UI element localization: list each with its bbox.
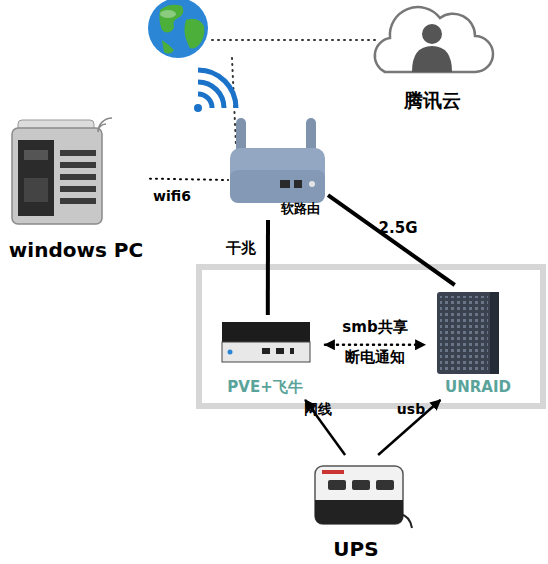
link-connector xyxy=(150,179,228,180)
device-node: 软路由 xyxy=(228,140,328,220)
pc-vents xyxy=(60,150,96,204)
person-body xyxy=(412,46,452,72)
link-label: wifi6 xyxy=(153,189,191,204)
globe-land xyxy=(184,19,204,49)
link-label: 干兆 xyxy=(226,240,256,257)
minipc-top xyxy=(222,322,310,344)
device-node: UNRAID xyxy=(425,285,535,400)
ups-cable xyxy=(400,514,412,528)
pc-wifi-badge xyxy=(98,118,112,132)
ups-body xyxy=(315,466,403,524)
nas-case xyxy=(437,292,499,374)
device-label: windows PC xyxy=(9,239,143,261)
device-node: PVE+飞牛 xyxy=(215,315,325,400)
link-connector xyxy=(325,344,425,347)
globe-shine xyxy=(160,10,176,18)
link-label: 2.5G xyxy=(379,220,418,237)
link-connector xyxy=(266,220,270,315)
cloud-icon xyxy=(375,7,493,72)
minipc-port xyxy=(290,348,294,354)
pc-window xyxy=(18,140,54,216)
link-label: 网线 xyxy=(304,402,332,417)
router-body xyxy=(230,148,325,203)
pc-part xyxy=(24,178,48,202)
device-label: UPS xyxy=(333,538,378,560)
router-port xyxy=(280,180,290,188)
router-led xyxy=(309,181,315,187)
person-head xyxy=(422,24,442,44)
router-face xyxy=(230,170,325,203)
minipc-port xyxy=(276,348,284,354)
ups-logo xyxy=(322,470,344,474)
ups-outlet xyxy=(352,480,370,490)
device-label: UNRAID xyxy=(445,379,511,396)
wifi-arc xyxy=(198,70,236,108)
wifi-arc xyxy=(198,94,212,108)
globe-land xyxy=(162,40,174,54)
minipc-led xyxy=(228,350,233,355)
device-label: 软路由 xyxy=(281,202,320,216)
link-label: usb xyxy=(397,402,425,417)
globe-land xyxy=(159,5,183,33)
device-node: UPS xyxy=(300,455,410,561)
wifi-arc xyxy=(198,82,224,108)
link-connector xyxy=(328,195,455,285)
ups-outlet xyxy=(376,480,394,490)
pc-case xyxy=(12,128,102,224)
internet-link xyxy=(212,39,378,41)
group-band xyxy=(199,267,543,406)
minipc-port xyxy=(262,348,270,354)
link-label: smb共享 xyxy=(342,319,407,336)
globe-icon xyxy=(148,0,208,58)
ups-outlet xyxy=(328,480,346,490)
device-label: 腾讯云 xyxy=(404,90,461,111)
wifi-dot xyxy=(194,104,202,112)
pc-part xyxy=(24,150,48,160)
link-connector xyxy=(378,400,440,455)
device-node: windows PC xyxy=(5,115,150,263)
nas-side xyxy=(490,292,499,374)
device-label: PVE+飞牛 xyxy=(227,379,302,396)
note-label: 断电通知 xyxy=(345,349,405,366)
device-node: 腾讯云 xyxy=(370,0,490,114)
router-port xyxy=(294,180,302,188)
nas-grill xyxy=(440,296,488,370)
ups-base xyxy=(315,500,403,524)
minipc-front xyxy=(222,342,310,362)
